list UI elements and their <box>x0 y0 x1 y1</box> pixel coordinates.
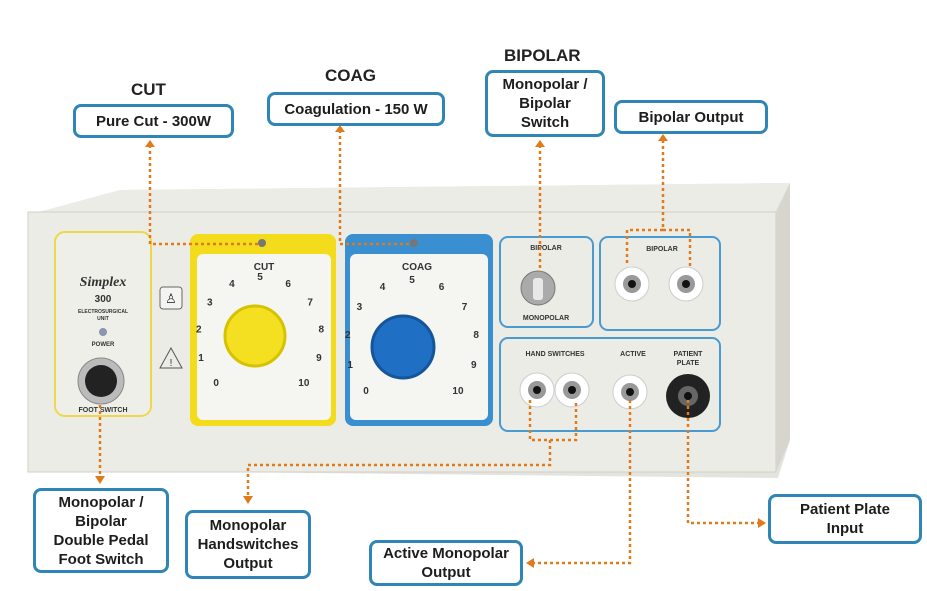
coag-scale-tick: 5 <box>409 275 415 286</box>
hand-switch-socket[interactable] <box>554 372 590 408</box>
cut-scale-tick: 1 <box>198 353 204 364</box>
callout-line: Patient Plate <box>799 501 891 518</box>
active-label: ACTIVE <box>620 351 646 358</box>
callout-line: Handswitches <box>197 536 299 553</box>
callout-line: Switch <box>520 114 570 131</box>
power-panel <box>54 231 152 417</box>
callout-line: Bipolar <box>75 512 127 530</box>
unit-label: ELECTROSURGICAL <box>78 309 128 315</box>
hand-switch-socket[interactable] <box>519 372 555 408</box>
coag-scale-tick: 1 <box>347 360 353 371</box>
hand-switches-label: HAND SWITCHES <box>525 351 584 358</box>
power-label: POWER <box>92 342 115 348</box>
cut-label: CUT <box>254 262 275 273</box>
switch-top-label: BIPOLAR <box>530 245 562 252</box>
switch-bottom-label: MONOPOLAR <box>523 315 569 322</box>
coag-scale-tick: 4 <box>380 282 386 293</box>
power-led <box>99 328 107 336</box>
coag-scale-tick: 6 <box>439 282 445 293</box>
callout-line: Output <box>421 564 471 581</box>
monopolar-output-panel <box>499 337 721 432</box>
active-socket[interactable] <box>612 374 648 410</box>
coag-scale-tick: 0 <box>363 386 369 397</box>
callout-line: Monopolar / <box>58 493 144 511</box>
callout-line: Active Monopolar <box>383 545 509 562</box>
bipolar-socket[interactable] <box>668 266 704 302</box>
cut-led <box>258 239 266 247</box>
brand-logo: Simplex <box>80 275 127 290</box>
coag-heading: COAG <box>325 66 376 85</box>
patient-label: PLATE <box>677 360 700 367</box>
bipolar-output-panel <box>599 236 721 331</box>
coagulation-callout: Coagulation - 150 W <box>267 92 445 126</box>
cut-scale-tick: 10 <box>298 378 310 389</box>
patient-label: PATIENT <box>674 351 704 358</box>
callout-line: Output <box>223 555 273 572</box>
svg-text:♙: ♙ <box>165 291 177 306</box>
mode-switch-panel <box>499 236 594 328</box>
coag-scale-tick: 9 <box>471 360 477 371</box>
cut-scale-tick: 8 <box>318 324 324 335</box>
warning-icon <box>159 346 183 369</box>
bipolar-output-callout: Bipolar Output <box>614 100 768 134</box>
coag-scale-tick: 7 <box>462 302 468 313</box>
cut-heading: CUT <box>131 80 166 99</box>
cut-scale-tick: 2 <box>196 324 202 335</box>
coag-scale-tick: 10 <box>452 386 464 397</box>
unit-label: UNIT <box>97 316 109 322</box>
coag-knob[interactable] <box>370 314 436 380</box>
cut-scale-tick: 0 <box>213 378 219 389</box>
bipolar-heading: BIPOLAR <box>504 46 581 65</box>
cut-scale-tick: 3 <box>207 298 213 309</box>
cut-scale-tick: 9 <box>316 353 322 364</box>
foot-switch-label: FOOT SWITCH <box>79 407 128 414</box>
coag-label: COAG <box>402 262 432 273</box>
cut-scale-tick: 5 <box>257 272 263 283</box>
patient-plate-socket[interactable] <box>666 374 710 418</box>
model-label: 300 <box>95 294 112 305</box>
callout-line: Input <box>826 520 864 537</box>
callout-line: Bipolar <box>519 95 571 112</box>
callout-line: Foot Switch <box>58 550 144 568</box>
patient-icon <box>159 286 183 310</box>
pure-cut-callout: Pure Cut - 300W <box>73 104 234 138</box>
svg-text:!: ! <box>170 358 173 369</box>
callout-line: Monopolar / <box>502 76 588 93</box>
cut-scale-tick: 7 <box>307 298 313 309</box>
coag-scale-tick: 8 <box>473 330 479 341</box>
cut-scale-tick: 4 <box>229 279 235 290</box>
cut-scale-tick: 6 <box>285 279 291 290</box>
coag-scale-tick: 3 <box>357 302 363 313</box>
coag-led <box>410 239 418 247</box>
callout-line: Double Pedal <box>53 531 149 549</box>
cut-knob[interactable] <box>223 304 287 368</box>
bipolar-label: BIPOLAR <box>646 246 678 253</box>
bipolar-socket[interactable] <box>614 266 650 302</box>
callout-line: Monopolar <box>209 517 287 534</box>
leader-lines <box>98 130 760 565</box>
coag-scale-tick: 2 <box>345 330 351 341</box>
